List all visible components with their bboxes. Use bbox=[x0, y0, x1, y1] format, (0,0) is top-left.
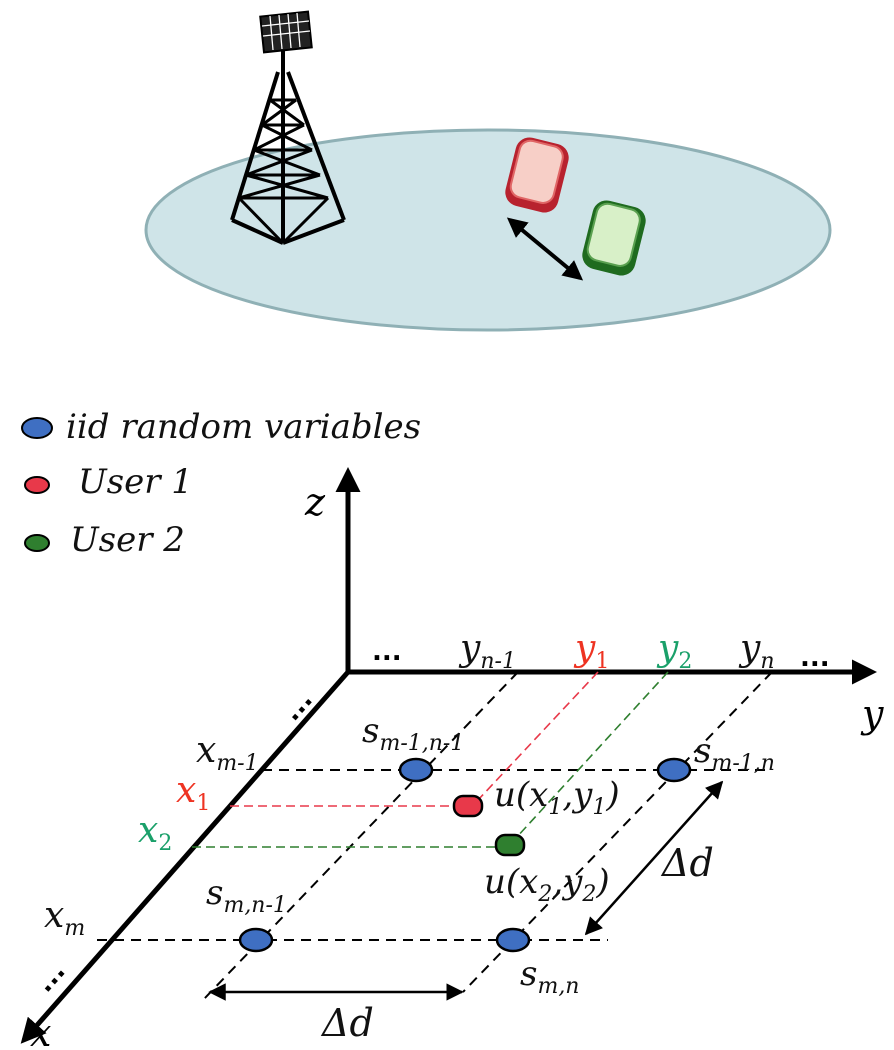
node-s-m-n bbox=[495, 927, 531, 953]
user1-device-icon bbox=[505, 137, 569, 213]
x-tick-m-minus-1: xm-1 bbox=[196, 730, 259, 776]
y-axis-ellipsis-left: ... bbox=[372, 637, 402, 667]
delta-d-vertical-arrow bbox=[584, 780, 724, 936]
node-label-s-m-n: sm,n bbox=[520, 954, 579, 999]
node-label-s-m1-n: sm-1,n bbox=[694, 731, 775, 776]
legend-iid-label: iid random variables bbox=[66, 407, 421, 447]
device-link-arrow bbox=[506, 217, 584, 281]
node-label-s-m1-n1: sm-1,n-1 bbox=[362, 711, 464, 756]
user2-projection bbox=[192, 671, 669, 848]
node-s-m1-n bbox=[656, 757, 692, 783]
y-tick-n-minus-1: yn-1 bbox=[458, 628, 516, 674]
legend-iid-marker bbox=[21, 417, 53, 439]
x-axis bbox=[20, 670, 350, 1044]
y-tick-2: y2 bbox=[656, 628, 692, 674]
user2-coord-label: u(x2,y2) bbox=[484, 862, 610, 907]
user1-coord-label: u(x1,y1) bbox=[494, 775, 620, 820]
legend-user2-marker bbox=[24, 534, 50, 552]
user1-projection bbox=[230, 671, 599, 807]
legend: iid random variables User 1 User 2 bbox=[21, 407, 421, 560]
user2-device-icon bbox=[582, 200, 646, 276]
node-label-s-m-n1: sm,n-1 bbox=[206, 873, 287, 918]
legend-user1-label: User 1 bbox=[78, 462, 193, 502]
y-tick-1: y1 bbox=[573, 628, 609, 674]
coverage-cell bbox=[144, 128, 832, 332]
y-tick-n: yn bbox=[738, 628, 775, 674]
x-tick-2: x2 bbox=[138, 810, 172, 856]
legend-user2-label: User 2 bbox=[70, 520, 185, 560]
node-s-m-n1 bbox=[238, 927, 274, 953]
base-station-tower-icon bbox=[230, 10, 346, 245]
user2-point bbox=[494, 833, 526, 857]
x-tick-m: xm bbox=[44, 895, 85, 941]
user1-point bbox=[452, 794, 484, 818]
delta-d-vertical-label: Δd bbox=[660, 841, 714, 885]
node-s-m1-n1 bbox=[398, 757, 434, 783]
axes bbox=[20, 467, 877, 1044]
y-axis-ellipsis-right: ... bbox=[800, 643, 830, 673]
grid-lines bbox=[97, 671, 773, 1001]
x-axis-ellipsis-top: ... bbox=[277, 685, 319, 727]
delta-d-horizontal-label: Δd bbox=[320, 1001, 374, 1045]
z-axis-label: z bbox=[304, 480, 326, 524]
x-tick-1: x1 bbox=[176, 770, 210, 816]
legend-user1-marker bbox=[24, 476, 50, 494]
y-axis-label: y bbox=[860, 692, 884, 736]
x-axis-label: x bbox=[30, 1011, 51, 1050]
